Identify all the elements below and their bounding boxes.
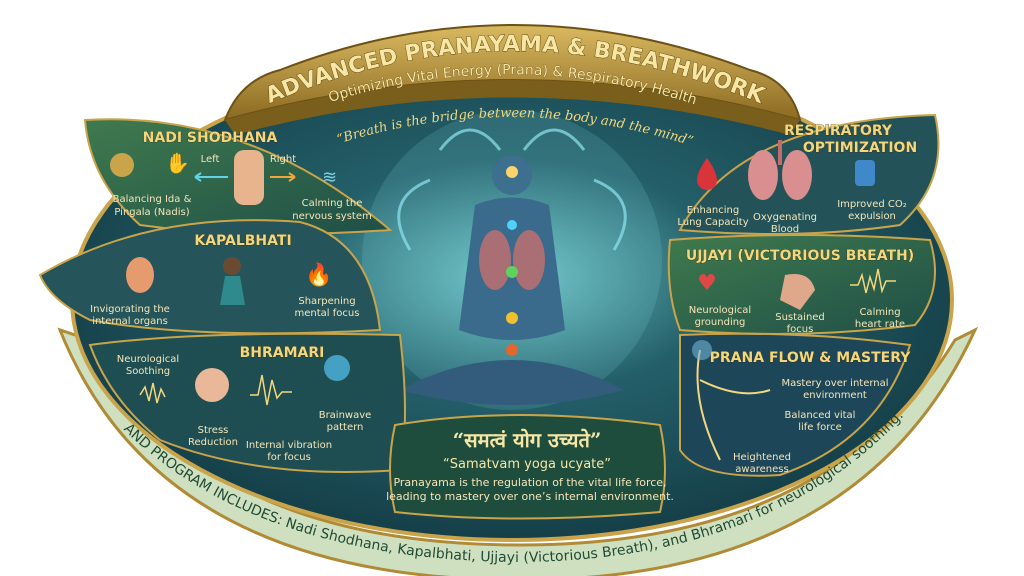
prana-benefit: Balanced vital	[785, 410, 856, 421]
heartbeat-wave-icon	[850, 268, 896, 294]
respiratory-title-1: RESPIRATORY	[784, 123, 893, 139]
arrow-right-icon	[270, 172, 296, 182]
bhramari-benefit: Stress	[198, 425, 229, 436]
respiratory-benefit: expulsion	[848, 211, 896, 222]
mantra-transliteration: “Samatvam yoga ucyate”	[443, 457, 611, 472]
respiratory-benefit: Blood	[771, 224, 799, 235]
brain-icon	[324, 355, 350, 381]
ujjayi-benefit: focus	[787, 324, 814, 335]
ujjayi-benefit: Calming	[859, 307, 900, 318]
bhramari-benefit: Soothing	[126, 366, 170, 377]
nadi-title: NADI SHODHANA	[143, 130, 278, 146]
nadi-left-label: Left	[201, 154, 220, 165]
woman-face-icon	[195, 368, 229, 402]
kapalbhati-benefit: Invigorating the	[90, 304, 170, 315]
meditating-figure	[362, 110, 662, 410]
vibration-wave-icon	[250, 374, 292, 406]
nadi-right-label: Right	[270, 154, 296, 165]
mantra-sanskrit: “समत्वं योग उच्यते”	[453, 428, 602, 452]
respiratory-benefit: Improved CO₂	[837, 199, 907, 210]
crown-chakra-icon	[506, 166, 518, 178]
kapalbhati-title: KAPALBHATI	[194, 233, 291, 249]
ujjayi-benefit: grounding	[695, 317, 746, 328]
leaf-prana-flow	[679, 332, 912, 477]
co2-monitor-icon	[855, 160, 875, 186]
mantra-description-line-1: Pranayama is the regulation of the vital…	[393, 476, 666, 489]
prana-benefit: awareness	[735, 464, 788, 475]
throat-profile-icon	[780, 274, 815, 310]
energy-flow-icon	[696, 349, 771, 461]
arrow-left-icon	[194, 172, 228, 182]
ujjayi-benefit: Neurological	[689, 305, 751, 316]
respiratory-title-2: OPTIMIZATION	[803, 140, 917, 156]
nadi-benefit: Pingala (Nadis)	[114, 207, 189, 218]
mantra-description-line-2: leading to mastery over one’s internal e…	[386, 490, 674, 503]
nadi-benefit: nervous system	[292, 211, 372, 222]
bhramari-benefit: Internal vibration	[246, 440, 332, 451]
sound-wave-icon	[139, 382, 166, 404]
mantra-panel	[389, 414, 666, 520]
respiratory-benefit: Enhancing	[687, 205, 739, 216]
bhramari-benefit: Reduction	[188, 437, 238, 448]
nadi-benefit: Balancing Ida &	[113, 194, 192, 205]
stomach-icon	[126, 257, 154, 293]
prana-benefit: life force	[798, 422, 842, 433]
ujjayi-title: UJJAYI (VICTORIOUS BREATH)	[686, 248, 914, 264]
open-hand-icon: ✋	[165, 151, 190, 175]
bhramari-benefit: Neurological	[117, 354, 179, 365]
prana-benefit: environment	[803, 390, 867, 401]
fire-icon: 🔥	[305, 262, 332, 288]
prana-benefit: Mastery over internal	[781, 378, 888, 389]
prana-benefit: Heightened	[733, 452, 791, 463]
energy-body-icon	[692, 340, 712, 360]
kapalbhati-benefit: mental focus	[295, 308, 360, 319]
respiratory-benefit: Lung Capacity	[677, 217, 748, 228]
lungs-icon	[748, 140, 812, 200]
bhramari-title: BHRAMARI	[240, 345, 325, 361]
ribbon-band	[57, 326, 979, 576]
bhramari-benefit: for focus	[267, 452, 311, 463]
bhramari-benefit: Brainwave	[319, 410, 372, 421]
nadi-benefit: Calming the	[302, 198, 363, 209]
ujjayi-benefit: heart rate	[855, 319, 905, 330]
leaf-kapalbhati	[38, 219, 382, 335]
bhramari-benefit: pattern	[327, 422, 364, 433]
nadi-hand-mudra-icon	[234, 150, 264, 205]
heart-icon: ♥	[697, 271, 717, 296]
nadi-channels-icon	[110, 153, 134, 177]
ujjayi-benefit: Sustained	[775, 312, 825, 323]
blood-drop-icon	[697, 158, 717, 190]
kapalbhati-benefit: Sharpening	[298, 296, 355, 307]
kapalbhati-person-icon	[223, 257, 241, 275]
prana-flow-title: PRANA FLOW & MASTERY	[710, 350, 912, 366]
kapalbhati-benefit: internal organs	[92, 316, 168, 327]
respiratory-benefit: Oxygenating	[753, 212, 817, 223]
calm-wind-icon: ≋	[322, 167, 337, 188]
